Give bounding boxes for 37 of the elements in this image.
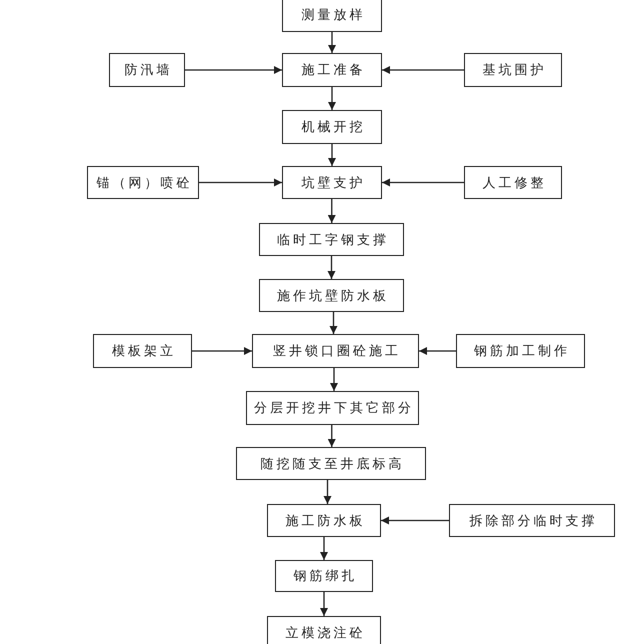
arrow xyxy=(192,347,252,355)
process-box: 拆除部分临时支撑 xyxy=(449,504,615,537)
process-box: 测量放样 xyxy=(282,0,382,32)
arrow xyxy=(185,66,282,74)
process-box: 施作坑壁防水板 xyxy=(259,279,404,312)
arrow xyxy=(328,144,336,166)
process-box: 施工准备 xyxy=(282,53,382,87)
process-box: 随挖随支至井底标高 xyxy=(236,447,426,480)
arrow xyxy=(328,87,336,110)
process-box: 人工修整 xyxy=(464,166,562,199)
arrow xyxy=(320,537,328,560)
process-box: 机械开挖 xyxy=(282,110,382,144)
arrow xyxy=(330,312,338,334)
arrow xyxy=(328,256,336,279)
process-box: 钢筋加工制作 xyxy=(456,334,585,368)
process-box: 分层开挖井下其它部分 xyxy=(246,391,419,425)
process-box: 临时工字钢支撑 xyxy=(259,223,404,256)
arrow xyxy=(382,178,464,186)
arrow xyxy=(328,425,336,447)
arrow xyxy=(328,199,336,223)
arrow xyxy=(324,480,332,504)
arrow xyxy=(419,347,456,355)
process-box: 立模浇注砼 xyxy=(267,616,381,644)
arrow xyxy=(320,592,328,616)
process-box: 施工防水板 xyxy=(267,504,381,537)
process-box: 竖井锁口圈砼施工 xyxy=(252,334,419,368)
arrow xyxy=(382,66,464,74)
process-box: 锚（网）喷砼 xyxy=(87,166,199,199)
arrow xyxy=(330,368,338,391)
process-box: 防汛墙 xyxy=(109,53,185,87)
process-box: 模板架立 xyxy=(93,334,192,368)
arrow xyxy=(381,516,449,524)
arrow xyxy=(328,32,336,53)
process-box: 坑壁支护 xyxy=(282,166,382,199)
process-box: 钢筋绑扎 xyxy=(275,560,373,592)
process-box: 基坑围护 xyxy=(464,53,562,87)
arrow xyxy=(199,178,282,186)
